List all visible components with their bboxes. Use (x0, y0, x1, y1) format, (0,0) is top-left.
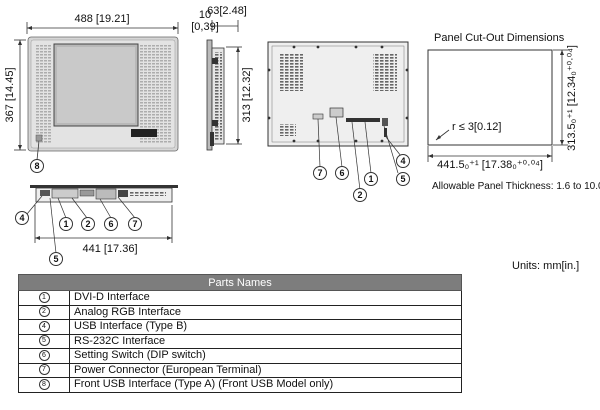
table-row: 6 Setting Switch (DIP switch) (18, 348, 462, 364)
cutout-diagram: Panel Cut-Out Dimensions r ≤ 3[0.12] 441… (427, 32, 600, 192)
svg-text:6: 6 (108, 219, 113, 229)
svg-text:1: 1 (368, 174, 373, 184)
table-row: 4 USB Interface (Type B) (18, 319, 462, 335)
part-name: DVI-D Interface (69, 290, 462, 306)
svg-text:7: 7 (132, 219, 137, 229)
svg-text:4: 4 (19, 213, 24, 223)
callout-4-back (396, 154, 410, 168)
callout-8-front (30, 159, 44, 173)
part-number-badge: 4 (38, 320, 50, 332)
side-view: 10 [0,39] 63[2.48] 313 [12.32] (191, 5, 253, 151)
callout-1-bottom (59, 217, 73, 231)
part-number-badge: 7 (38, 364, 50, 376)
part-name: USB Interface (Type B) (69, 319, 462, 335)
svg-text:6: 6 (339, 168, 344, 178)
svg-text:2: 2 (85, 219, 90, 229)
svg-text:1: 1 (63, 219, 68, 229)
side-thickness-label: 10 (199, 9, 211, 21)
callout-5-back (396, 172, 410, 186)
callout-5-bottom (49, 252, 63, 266)
svg-text:7: 7 (317, 168, 322, 178)
part-number-badge: 6 (38, 349, 50, 361)
front-height-label: 367 [14.45] (4, 67, 16, 122)
part-name: Power Connector (European Terminal) (69, 362, 462, 378)
part-name: RS-232C Interface (69, 333, 462, 349)
cutout-thickness-note: Allowable Panel Thickness: 1.6 to 10.0 (432, 181, 600, 192)
cutout-title: Panel Cut-Out Dimensions (434, 32, 565, 44)
side-depth-label: 63[2.48] (207, 5, 247, 17)
svg-text:4: 4 (400, 156, 405, 166)
table-row: 7 Power Connector (European Terminal) (18, 362, 462, 378)
callout-1-back (364, 172, 378, 186)
bottom-view: 441 [17.36] 4 1 2 6 7 5 (15, 185, 178, 266)
callout-2-back (353, 188, 367, 202)
callout-2-bottom (81, 217, 95, 231)
table-row: 2 Analog RGB Interface (18, 304, 462, 320)
bottom-width-label: 441 [17.36] (82, 243, 137, 255)
part-number-badge: 1 (38, 291, 50, 303)
callout-6-bottom (104, 217, 118, 231)
front-width-label: 488 [19.21] (74, 13, 129, 25)
part-name: Setting Switch (DIP switch) (69, 348, 462, 364)
cutout-rect (427, 49, 553, 146)
side-height-label: 313 [12.32] (241, 67, 253, 122)
technical-drawing: 488 [19.21] 367 [14.45] 8 10 [0,39] 63[2… (4, 5, 600, 266)
part-name: Analog RGB Interface (69, 304, 462, 320)
front-usb-port (131, 129, 157, 137)
part-number-badge: 2 (38, 306, 50, 318)
callout-6-back (335, 166, 349, 180)
svg-text:2: 2 (357, 190, 362, 200)
front-view: 488 [19.21] 367 [14.45] 8 (4, 13, 179, 173)
callout-7-back (313, 166, 327, 180)
svg-text:8: 8 (34, 161, 39, 171)
svg-text:5: 5 (400, 174, 405, 184)
callout-7-bottom (128, 217, 142, 231)
part-number-badge: 5 (38, 335, 50, 347)
table-row: 1 DVI-D Interface (18, 290, 462, 306)
units-label: Units: mm[in.] (512, 260, 580, 272)
part-name: Front USB Interface (Type A) (Front USB … (69, 377, 462, 393)
table-row: 5 RS-232C Interface (18, 333, 462, 349)
parts-names-table: Parts Names 1 DVI-D Interface 2 Analog R… (18, 274, 462, 393)
table-row: 8 Front USB Interface (Type A) (Front US… (18, 377, 462, 393)
callout-4-bottom (15, 211, 29, 225)
cutout-height-label: 313.5₀⁺¹ [12.34₀⁺⁰·⁰⁴] (566, 45, 578, 151)
cutout-width-label: 441.5₀⁺¹ [17.38₀⁺⁰·⁰⁴] (437, 159, 543, 171)
side-thickness-label-inch: [0,39] (191, 21, 219, 33)
svg-text:5: 5 (53, 254, 58, 264)
back-view: 7 6 1 2 5 4 (267, 41, 410, 202)
part-number-badge: 8 (38, 378, 50, 390)
parts-table-header: Parts Names (18, 274, 462, 291)
cutout-radius-label: r ≤ 3[0.12] (452, 121, 501, 133)
